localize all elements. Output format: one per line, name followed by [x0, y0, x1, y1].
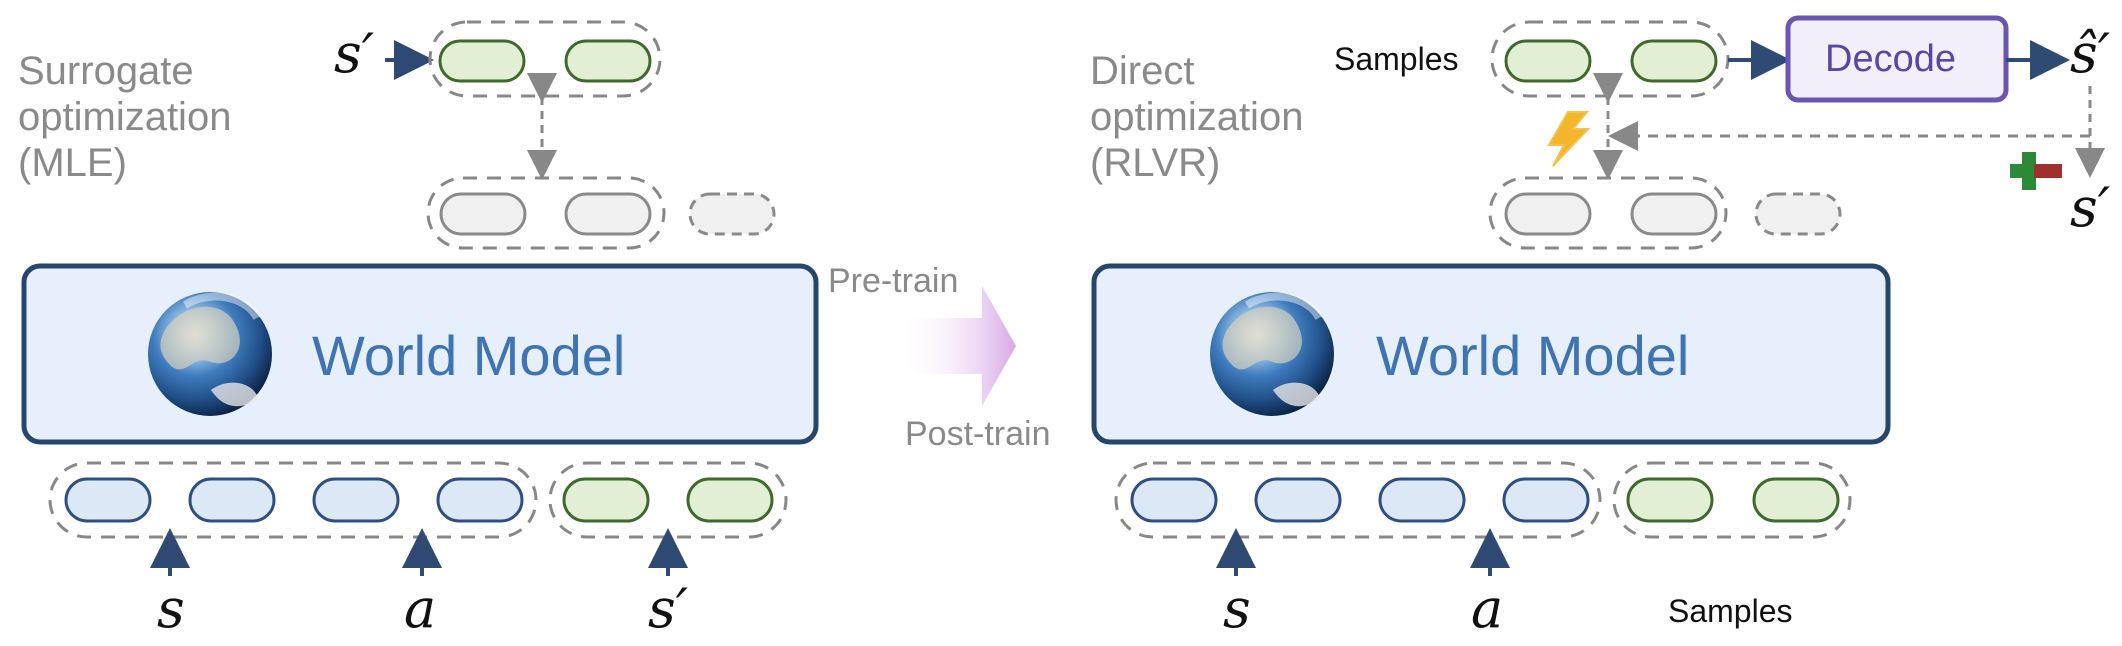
right-sample-green-token-2 [1752, 477, 1840, 523]
left-state-symbol: s [157, 577, 185, 640]
left-input-blue-token-1 [64, 477, 152, 523]
right-samples-label-bottom: Samples [1668, 593, 1793, 629]
left-target-symbol: s′ [334, 22, 374, 85]
right-output-gray-token-1 [1504, 192, 1592, 236]
left-input-blue-token-2 [188, 477, 276, 523]
posttrain-label: Post-train [905, 415, 1051, 453]
left-target-green-token-2 [686, 477, 774, 523]
right-world-model-label: World Model [1376, 324, 1689, 387]
right-title-line-2: optimization [1090, 95, 1303, 139]
left-title-line-2: optimization [18, 95, 231, 139]
decoded-symbol: ŝ′ [2070, 22, 2110, 85]
left-world-model-label: World Model [312, 324, 625, 387]
left-input-blue-token-4 [436, 477, 524, 523]
right-input-blue-token-4 [1502, 477, 1590, 523]
left-top-green-token-1 [438, 39, 526, 83]
right-top-green-token-1 [1504, 39, 1592, 83]
right-earth-icon [1210, 292, 1334, 416]
right-input-token-group [1114, 461, 1602, 539]
left-action-symbol: a [404, 577, 436, 640]
right-top-green-token-2 [1630, 39, 1718, 83]
left-earth-icon [148, 292, 272, 416]
right-action-symbol: a [1471, 577, 1503, 640]
left-title-line-1: Surrogate [18, 49, 194, 93]
left-title-line-3: (MLE) [18, 141, 127, 185]
right-input-blue-token-1 [1130, 477, 1218, 523]
left-top-token-group [428, 20, 662, 98]
plus-minus-icon [2010, 152, 2062, 190]
right-sample-green-token-1 [1626, 477, 1714, 523]
left-output-dashed-token [688, 192, 776, 236]
right-input-blue-token-2 [1254, 477, 1342, 523]
right-input-blue-token-3 [1378, 477, 1466, 523]
left-target-token-group [548, 461, 788, 539]
left-input-token-group [48, 461, 538, 539]
left-output-gray-token-1 [439, 192, 527, 236]
left-output-gray-token-2 [564, 192, 652, 236]
pretrain-label: Pre-train [828, 262, 958, 300]
right-output-token-group [1488, 176, 1728, 250]
right-output-gray-token-2 [1630, 192, 1718, 236]
decode-label: Decode [1825, 38, 1956, 80]
right-target-symbol: s′ [2070, 176, 2110, 239]
right-title-line-3: (RLVR) [1090, 141, 1220, 185]
lightning-icon [1547, 111, 1591, 167]
left-next-state-symbol: s′ [648, 577, 688, 640]
right-samples-label-top: Samples [1334, 41, 1459, 77]
right-output-dashed-token [1754, 192, 1842, 236]
left-output-token-group [426, 176, 666, 250]
left-target-green-token-1 [562, 477, 650, 523]
left-top-green-token-2 [564, 39, 652, 83]
right-state-symbol: s [1223, 577, 1251, 640]
right-title-line-1: Direct [1090, 49, 1194, 93]
right-sample-token-group [1612, 461, 1852, 539]
left-input-blue-token-3 [312, 477, 400, 523]
training-direction-arrow [900, 286, 1016, 406]
